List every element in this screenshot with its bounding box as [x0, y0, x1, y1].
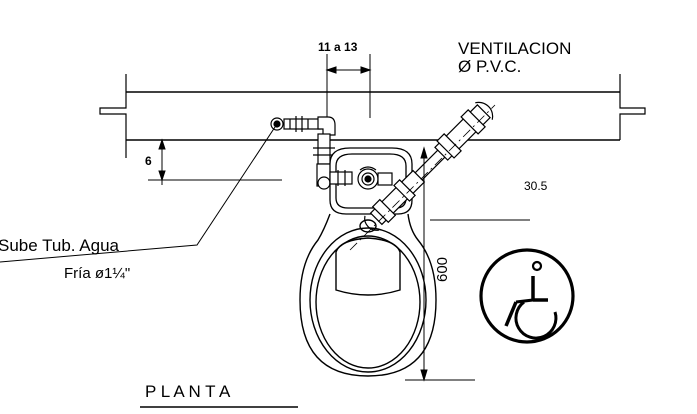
dimension-600	[405, 146, 475, 382]
water-pipe-label-line1: Sube Tub. Agua	[0, 236, 120, 255]
ventilation-label-line1: VENTILACION	[458, 39, 571, 58]
valve-assembly	[329, 166, 393, 190]
ventilation-pipe	[364, 101, 494, 231]
dimension-30-5-label: 30.5	[524, 179, 548, 193]
ventilation-label-line2: Ø P.V.C.	[458, 57, 521, 76]
dimension-11-13	[325, 54, 372, 118]
dimension-600-label: 600	[434, 257, 451, 282]
plan-title: P L A N T A	[145, 382, 231, 401]
ventilation-centerline	[349, 104, 496, 251]
dimension-6	[148, 138, 282, 185]
water-pipe-label-line2: Fría ø1¼"	[64, 265, 130, 282]
water-supply-pipe	[270, 116, 336, 190]
wheelchair-icon	[479, 248, 575, 344]
dimension-6-label: 6	[145, 154, 152, 168]
wall-outline	[99, 74, 646, 158]
water-label-leader	[0, 123, 278, 263]
dimension-11-13-label: 11 a 13	[318, 40, 358, 54]
toilet-bowl	[299, 213, 437, 377]
